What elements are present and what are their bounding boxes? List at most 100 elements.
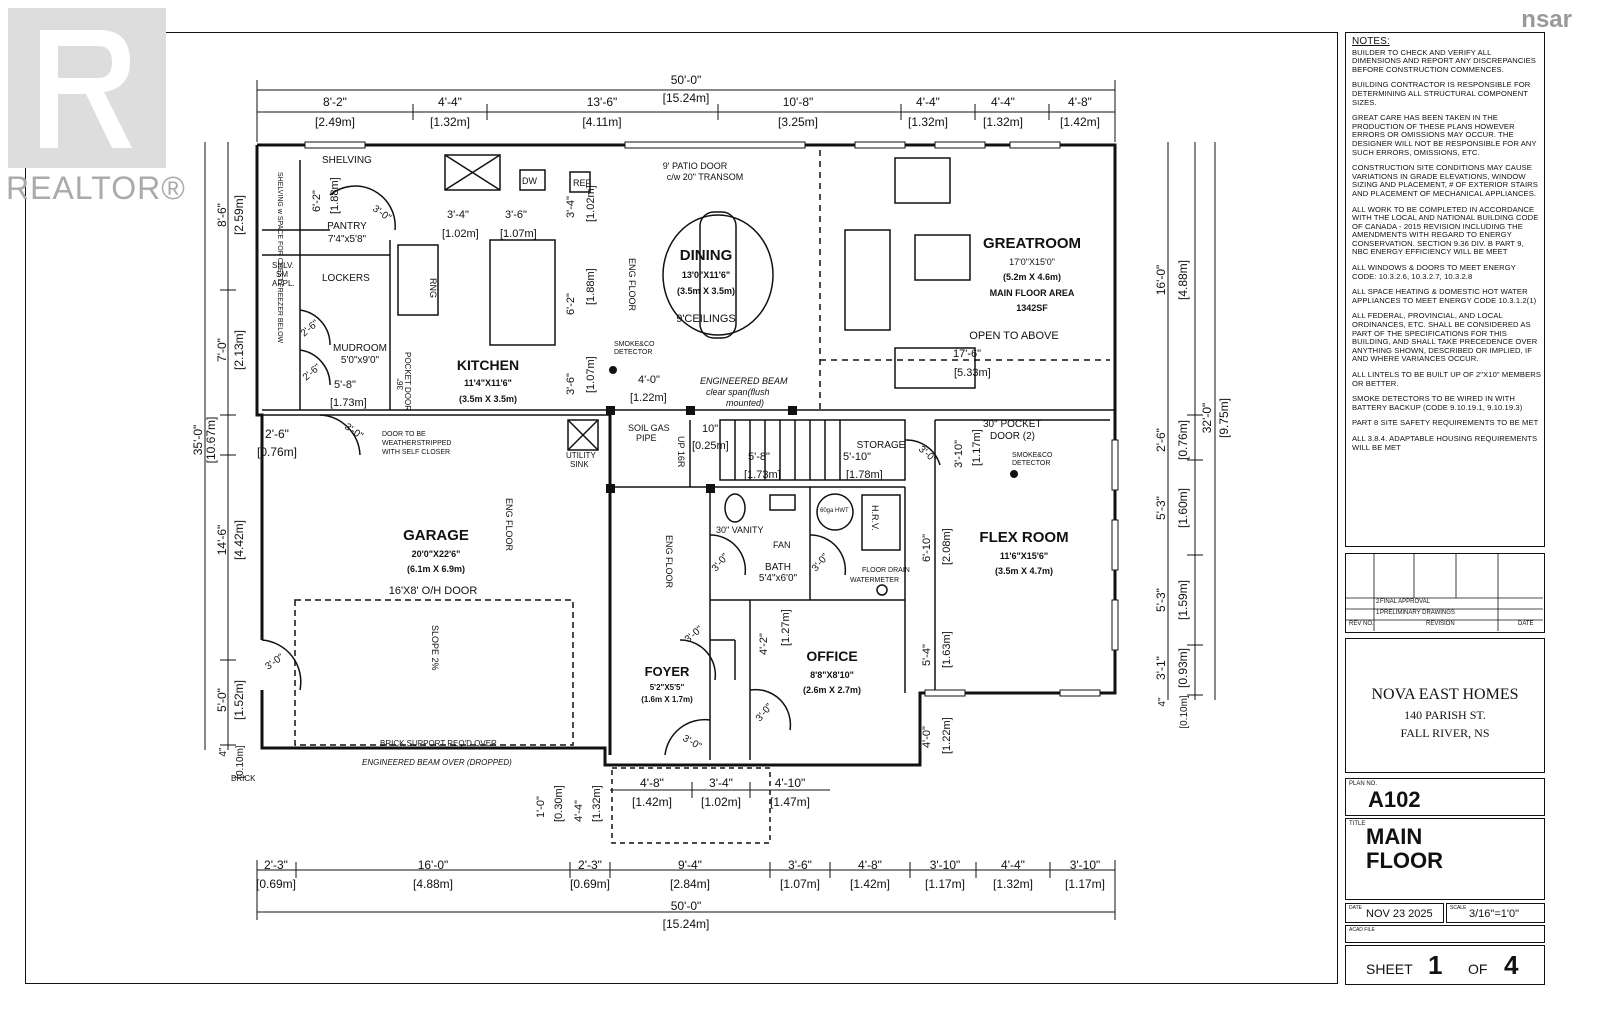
- kitchen-dim-v-m: [1.88m]: [585, 268, 597, 305]
- vanity-label: 30" VANITY: [716, 525, 764, 535]
- top-dim-m: [1.32m]: [430, 115, 470, 129]
- date-label: DATE: [1349, 905, 1362, 911]
- pantry-name: PANTRY: [327, 221, 367, 232]
- kitchen-dim-v: 3'-6": [565, 373, 577, 395]
- bottom-dim-ft: 16'-0": [418, 858, 449, 872]
- revision-no: 1: [1376, 610, 1380, 616]
- soil-gas-label: PIPE: [636, 433, 657, 443]
- left-dim-ft: 7'-0": [215, 338, 229, 362]
- sheet-number: 1: [1428, 950, 1443, 980]
- stair-dim-m: [1.78m]: [846, 469, 883, 481]
- title-label: TITLE: [1349, 821, 1366, 827]
- note-item: PART 8 SITE SAFETY REQUIREMENTS TO BE ME…: [1352, 418, 1539, 428]
- dining-metric: (3.5m X 3.5m): [677, 286, 735, 296]
- left-dim-ft: 14'-6": [215, 525, 229, 556]
- bottom-dim-ft: 3'-10": [930, 858, 961, 872]
- flex-room-size: 11'6"X15'6": [1000, 551, 1048, 561]
- note-item: GREAT CARE HAS BEEN TAKEN IN THE PRODUCT…: [1352, 113, 1537, 157]
- shlv-label: SHLV.: [272, 261, 294, 270]
- garage-size: 20'0"X22'6": [412, 549, 461, 559]
- right-dim-m: [1.59m]: [1176, 580, 1190, 620]
- mudroom-size: 5'0"x9'0": [341, 355, 380, 366]
- note-item: BUILDING CONTRACTOR IS RESPONSIBLE FOR D…: [1352, 80, 1531, 107]
- nsar-logo: nsar: [1521, 6, 1572, 33]
- overall-top-dim-m: [15.24m]: [663, 91, 710, 105]
- flex-dim: 6'-10": [921, 534, 933, 562]
- greatroom-size: 17'0"X15'0": [1009, 257, 1055, 267]
- porch-dim-ft: 4'-10": [775, 776, 806, 790]
- rng-label: RNG: [428, 278, 438, 298]
- smoke-detector-label: DETECTOR: [1012, 460, 1050, 467]
- door-note-label: WITH SELF CLOSER: [382, 449, 450, 456]
- note-item: ALL WORK TO BE COMPLETED IN ACCORDANCE W…: [1352, 204, 1539, 257]
- pocket-36-label: 36": [396, 378, 405, 390]
- left-dim-m: [2.13m]: [232, 330, 246, 370]
- porch-dim-m: [1.42m]: [632, 795, 672, 809]
- kitchen-name: KITCHEN: [457, 357, 519, 373]
- title-line-1: MAIN: [1366, 824, 1423, 849]
- top-dim-m: [1.42m]: [1060, 115, 1100, 129]
- revision-no: 2: [1376, 599, 1380, 605]
- company-address-2: FALL RIVER, NS: [1400, 726, 1490, 740]
- bottom-dim-m: [2.84m]: [670, 877, 710, 891]
- engineered-beam-label: mounted): [726, 398, 764, 408]
- stair-dim-m: [1.73m]: [744, 469, 781, 481]
- dw-label: DW: [522, 176, 537, 186]
- eng-floor-label: ENG FLOOR: [504, 498, 514, 552]
- mudroom-dim-m: [1.73m]: [330, 397, 367, 409]
- stair-dim: 5'-10": [843, 451, 871, 463]
- dining-ceiling: 9'CEILINGS: [676, 313, 736, 325]
- ref-label: REF: [573, 178, 592, 188]
- office-dim-m: [1.27m]: [780, 609, 792, 646]
- kitchen-size: 11'4"X11'6": [464, 378, 512, 388]
- greatroom-name: GREATROOM: [983, 235, 1081, 252]
- realtor-logo: REALTOR®: [0, 0, 185, 215]
- floor-drain-label: FLOOR DRAIN: [862, 567, 910, 574]
- sm-label: SM: [276, 270, 288, 279]
- drawing-frame: [25, 32, 1338, 984]
- foyer-size: 5'2"X5'5": [650, 683, 685, 692]
- revision-header-date: DATE: [1518, 621, 1534, 627]
- beam-dropped-label: ENGINEERED BEAM OVER (DROPPED): [362, 758, 512, 767]
- right-dim-m: [4.88m]: [1176, 260, 1190, 300]
- right-dim-ft: 4": [1157, 697, 1168, 707]
- left-dim-ft: 2'-6": [265, 427, 289, 441]
- flex-room-metric: (3.5m X 4.7m): [995, 566, 1053, 576]
- sheet-label: SHEET: [1366, 961, 1413, 977]
- company-name: NOVA EAST HOMES: [1371, 686, 1519, 703]
- hwt-label: 60ga HWT: [820, 508, 849, 514]
- notes-panel: [1345, 32, 1545, 547]
- shelving-label: SHELVING: [322, 155, 372, 166]
- top-dim-ft: 13'-6": [587, 95, 618, 109]
- flex-dim-m: [1.63m]: [941, 631, 953, 668]
- beam-dim-m: [1.22m]: [630, 392, 667, 404]
- door-note-label: DOOR TO BE: [382, 431, 426, 438]
- bottom-dim-m: [1.17m]: [1065, 877, 1105, 891]
- overall-top-dim: 50'-0": [671, 73, 702, 87]
- acad-label: ACAD FILE: [1349, 927, 1375, 933]
- top-dim-m: [3.25m]: [778, 115, 818, 129]
- bottom-dim-ft: 2'-3": [264, 858, 288, 872]
- door-size-label: 2'-6": [299, 318, 322, 340]
- bottom-dim-ft: 2'-3": [578, 858, 602, 872]
- note-item: BUILDER TO CHECK AND VERIFY ALL DIMENSIO…: [1352, 47, 1536, 74]
- right-overall-ft: 32'-0": [1200, 403, 1214, 434]
- bath-size: 5'4"x6'0": [759, 573, 798, 584]
- appl-label: APPL.: [272, 279, 295, 288]
- dining-name: DINING: [680, 247, 733, 264]
- shelving-freezer-label: SHELVING w SPACE FOR CHEST FREEZER BELOW: [276, 172, 283, 344]
- top-dim-ft: 4'-4": [991, 95, 1015, 109]
- bottom-dim-ft: 9'-4": [678, 858, 702, 872]
- revision-desc: PRELIMINARY DRAWINGS: [1380, 610, 1455, 616]
- office-dim: 4'-2": [758, 633, 770, 655]
- top-dim-m: [4.11m]: [582, 115, 621, 129]
- brick-label: BRICK: [231, 774, 256, 783]
- kitchen-dim-v-m: [1.02m]: [585, 185, 597, 222]
- kitchen-dim-v-m: [1.07m]: [585, 356, 597, 393]
- realtor-r-icon: [8, 8, 166, 168]
- right-dim-m: [0.93m]: [1176, 648, 1190, 688]
- left-dim-m: [0.10m]: [235, 745, 246, 779]
- greatroom-metric: (5.2m X 4.6m): [1003, 272, 1061, 282]
- door-size-label: 3'-0": [263, 652, 286, 673]
- date-block: DATE NOV 23 2025: [1345, 903, 1444, 923]
